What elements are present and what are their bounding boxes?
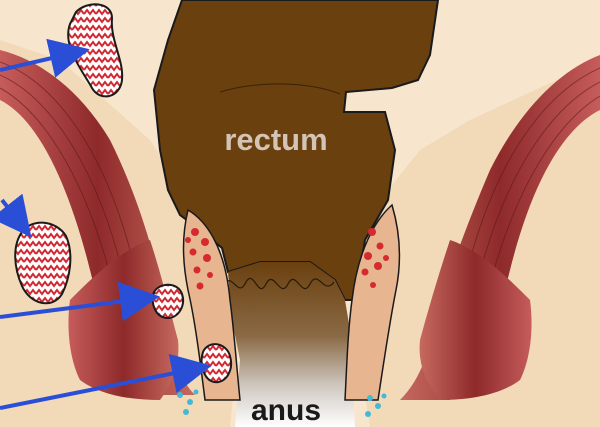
arrow-ischiorectal [0,193,32,238]
label-rectum: rectum [224,122,327,157]
anal-glands-left [185,228,213,290]
rectum-fold [219,83,341,95]
arrow-supralevator [0,38,90,78]
label-anus: anus [251,394,321,427]
external-sphincter-right [419,240,532,400]
perianal-glands-right [365,393,387,417]
anal-glands-right [361,228,389,288]
arrow-perianal [0,353,212,410]
abscess-intersphincteric [151,283,184,320]
anal-canal [228,262,355,427]
arrow-intersphincteric [0,281,160,322]
abscess-perianal [200,343,232,384]
pointer-arrows [0,38,212,410]
abscess-ischiorectal [14,221,72,305]
dentate-line [223,277,335,290]
internal-sphincter-right [344,203,401,401]
